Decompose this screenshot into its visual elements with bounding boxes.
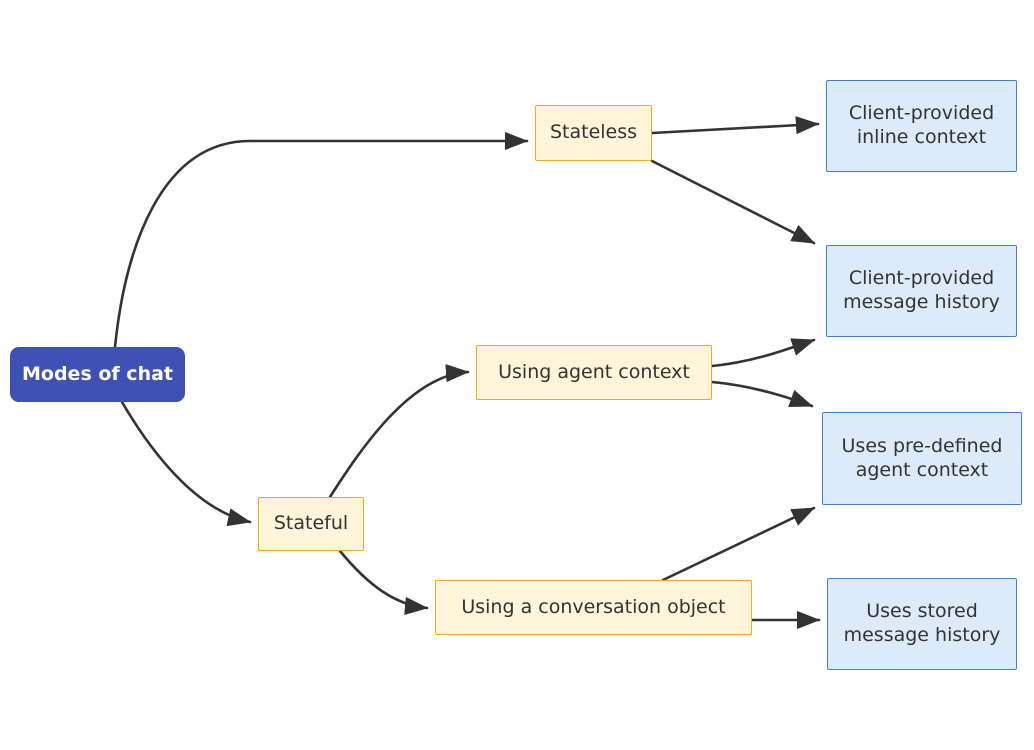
edge-stateless-to-inline: [650, 116, 820, 135]
node-label-stateful: Stateful: [273, 512, 349, 535]
node-agentctx[interactable]: Using agent context: [476, 345, 712, 400]
edge-stateful-to-convobj: [338, 549, 429, 615]
node-label-stored: Uses stored message history: [843, 600, 1001, 646]
node-label-msghist: Client-provided message history: [843, 267, 1000, 313]
edge-stateless-to-msghist: [650, 159, 816, 245]
node-stateless[interactable]: Stateless: [535, 105, 652, 161]
node-label-stateless: Stateless: [549, 121, 638, 144]
node-label-inline: Client-provided inline context: [848, 102, 995, 148]
node-label-root: Modes of chat: [22, 362, 173, 385]
node-predef[interactable]: Uses pre-defined agent context: [822, 412, 1022, 505]
node-root[interactable]: Modes of chat: [10, 347, 185, 402]
edge-agentctx-to-msghist: [710, 338, 816, 368]
node-label-agentctx: Using agent context: [498, 360, 690, 383]
edge-agentctx-to-predef: [710, 380, 814, 408]
node-label-convobj: Using a conversation object: [461, 595, 726, 618]
edge-stateful-to-agentctx: [328, 364, 470, 499]
node-stateful[interactable]: Stateful: [258, 497, 364, 551]
node-msghist[interactable]: Client-provided message history: [826, 245, 1017, 337]
edge-convobj-to-predef: [661, 506, 816, 582]
node-stored[interactable]: Uses stored message history: [827, 578, 1017, 670]
node-inline[interactable]: Client-provided inline context: [826, 80, 1017, 172]
edges-group: [113, 116, 821, 630]
edge-root-to-stateful: [120, 400, 252, 527]
node-convobj[interactable]: Using a conversation object: [435, 580, 752, 635]
node-label-predef: Uses pre-defined agent context: [841, 434, 1003, 481]
edge-root-to-stateless: [113, 131, 529, 349]
